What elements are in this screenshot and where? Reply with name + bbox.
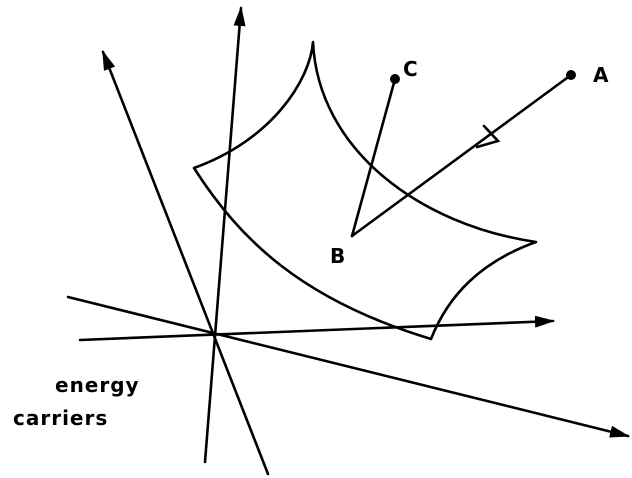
point-c-label: C xyxy=(403,57,418,81)
caption-line-2: carriers xyxy=(13,406,108,430)
point-a-label: A xyxy=(593,63,609,87)
path-b-to-c xyxy=(350,77,397,238)
surface-patch xyxy=(192,40,538,341)
path-a-to-b xyxy=(350,73,573,238)
point-a-dot xyxy=(566,70,576,80)
axis-upper-left xyxy=(101,50,270,476)
point-b-label: B xyxy=(330,244,345,268)
caption-line-1: energy xyxy=(55,373,140,397)
axis-right xyxy=(78,315,555,342)
point-c-dot xyxy=(390,74,400,84)
axis-up xyxy=(203,6,246,464)
axis-lower-right xyxy=(66,295,630,438)
direction-arrow-icon xyxy=(475,124,501,149)
